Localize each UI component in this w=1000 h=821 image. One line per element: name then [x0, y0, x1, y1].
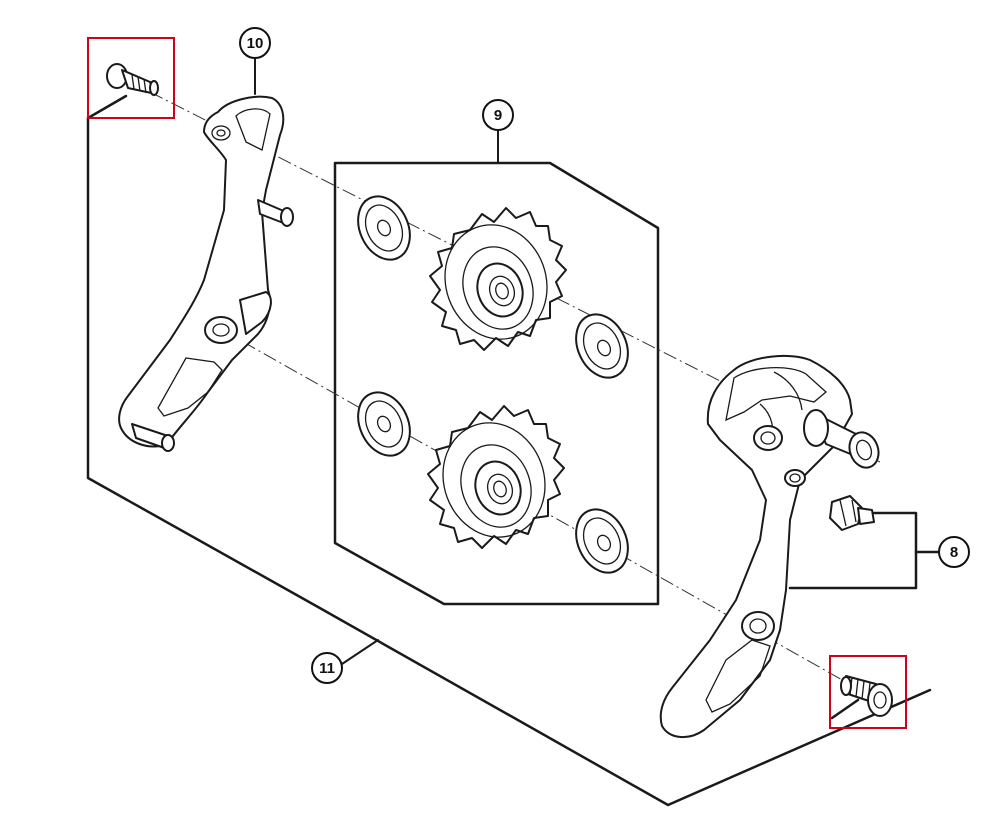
- callout-9-label: 9: [494, 107, 502, 124]
- callout-10-label: 10: [247, 35, 264, 52]
- callout-8: 8: [938, 536, 970, 568]
- callout-11-label: 11: [319, 660, 335, 677]
- highlight-box-lower-screw: [829, 655, 907, 729]
- callout-10: 10: [239, 27, 271, 59]
- upper-pulley-set: [357, 195, 629, 379]
- group-8-bracket: [788, 511, 940, 590]
- callout-9: 9: [482, 99, 514, 131]
- inner-cage-plate: [118, 95, 294, 452]
- outer-cage-plate: [659, 354, 880, 738]
- highlight-box-upper-screw: [87, 37, 175, 119]
- lower-pulley-set: [357, 391, 629, 574]
- lower-cage-screw: [840, 675, 893, 717]
- group-11-outline: [86, 94, 932, 807]
- group-9-box: [333, 129, 660, 606]
- callout-8-label: 8: [950, 544, 958, 561]
- tension-screw: [829, 495, 875, 531]
- callout-11: 11: [311, 652, 343, 684]
- upper-cage-screw: [106, 63, 159, 96]
